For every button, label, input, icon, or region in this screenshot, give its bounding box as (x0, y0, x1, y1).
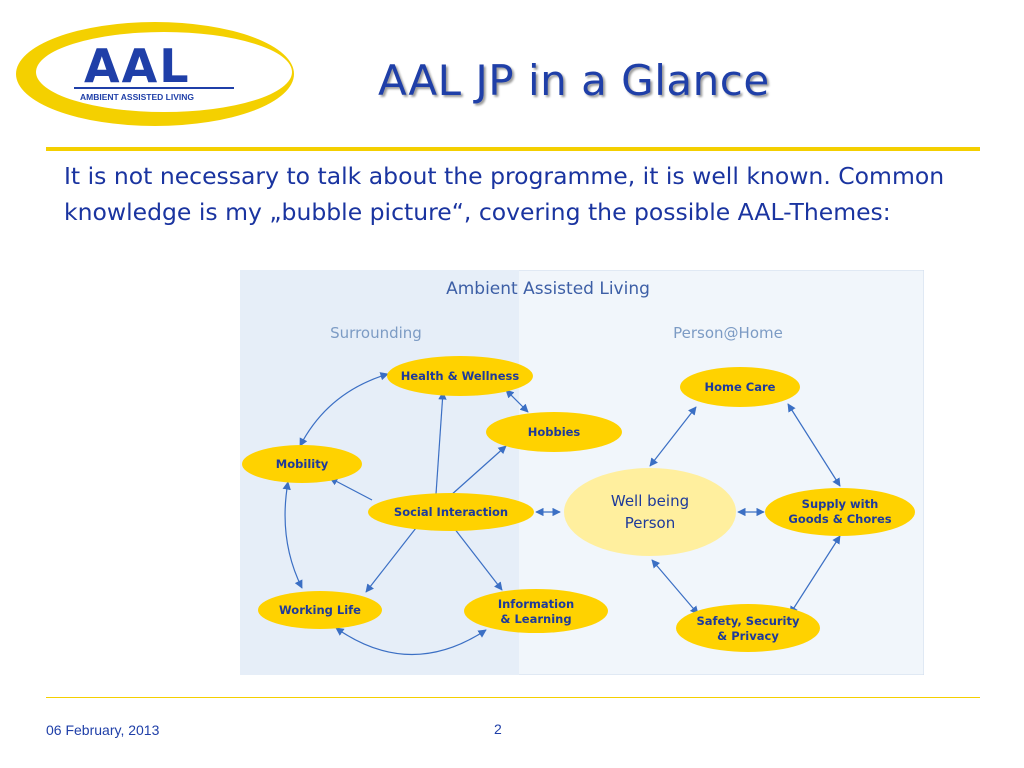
node-working-life-bubble (258, 591, 382, 629)
arrow-mobility-working (282, 481, 303, 589)
node-mobility-bubble (242, 445, 362, 483)
logo-acronym: AAL (84, 39, 191, 93)
page-number: 2 (494, 721, 502, 737)
node-supply-goods-chores: Supply with Goods & Chores (765, 488, 915, 536)
intro-text: It is not necessary to talk about the pr… (64, 162, 945, 226)
aal-bubble-diagram: Ambient Assisted Living Surrounding Pers… (240, 270, 924, 675)
node-well-being-person-bubble (564, 468, 736, 556)
surrounding-heading: Surrounding (330, 324, 422, 342)
aal-logo: AAL AMBIENT ASSISTED LIVING (16, 22, 294, 126)
node-home-care: Home Care (680, 367, 800, 407)
arrow-wellbeing-safety (651, 559, 699, 615)
arrow-homecare-supply (787, 403, 841, 487)
node-well-being-person-line1: Well being (611, 492, 689, 510)
node-safety-security-privacy-line1: Safety, Security (696, 614, 800, 628)
arrow-social-health (435, 391, 447, 495)
node-well-being-person-line2: Person (625, 514, 675, 532)
arrow-social-working (365, 527, 417, 593)
arrow-working-information (335, 627, 487, 656)
node-supply-goods-chores-line2: Goods & Chores (788, 512, 891, 526)
node-information-learning: Information & Learning (464, 589, 608, 633)
node-information-learning-bubble (464, 589, 608, 633)
node-social-interaction: Social Interaction (368, 493, 534, 531)
node-information-learning-line1: Information (498, 597, 574, 611)
node-social-interaction-label: Social Interaction (394, 505, 508, 519)
arrow-homecare-wellbeing (649, 406, 697, 467)
node-social-interaction-bubble (368, 493, 534, 531)
footer-divider (46, 697, 980, 698)
node-mobility-label: Mobility (276, 457, 329, 471)
node-working-life-label: Working Life (279, 603, 361, 617)
logo-subtitle: AMBIENT ASSISTED LIVING (80, 92, 194, 102)
node-well-being-person: Well being Person (564, 468, 736, 556)
node-hobbies: Hobbies (486, 412, 622, 452)
node-health-wellness-label: Health & Wellness (401, 369, 520, 383)
node-supply-goods-chores-bubble (765, 488, 915, 536)
node-information-learning-line2: & Learning (500, 612, 571, 626)
arrow-health-hobbies (505, 389, 529, 413)
arrow-social-information (453, 527, 503, 591)
logo-ring-inner (36, 32, 292, 112)
slide-title: AAL JP in a Glance (378, 56, 770, 105)
arrow-supply-safety (789, 535, 841, 615)
node-supply-goods-chores-line1: Supply with (802, 497, 879, 511)
person-home-heading: Person@Home (673, 324, 783, 342)
arrow-social-hobbies (449, 445, 507, 497)
diagram-arrows (282, 372, 841, 656)
node-hobbies-bubble (486, 412, 622, 452)
node-mobility: Mobility (242, 445, 362, 483)
title-divider (46, 147, 980, 151)
logo-subtitle-bar (74, 87, 234, 89)
node-home-care-bubble (680, 367, 800, 407)
node-health-wellness-bubble (387, 356, 533, 396)
diagram-title: Ambient Assisted Living (446, 279, 650, 299)
node-working-life: Working Life (258, 591, 382, 629)
node-safety-security-privacy-line2: & Privacy (717, 629, 779, 643)
node-hobbies-label: Hobbies (528, 425, 581, 439)
node-health-wellness: Health & Wellness (387, 356, 533, 396)
node-home-care-label: Home Care (705, 380, 776, 394)
node-safety-security-privacy: Safety, Security & Privacy (676, 604, 820, 652)
footer-date: 06 February, 2013 (46, 722, 160, 738)
arrow-mobility-health (299, 372, 389, 447)
node-safety-security-privacy-bubble (676, 604, 820, 652)
arrow-social-mobility (329, 477, 373, 501)
